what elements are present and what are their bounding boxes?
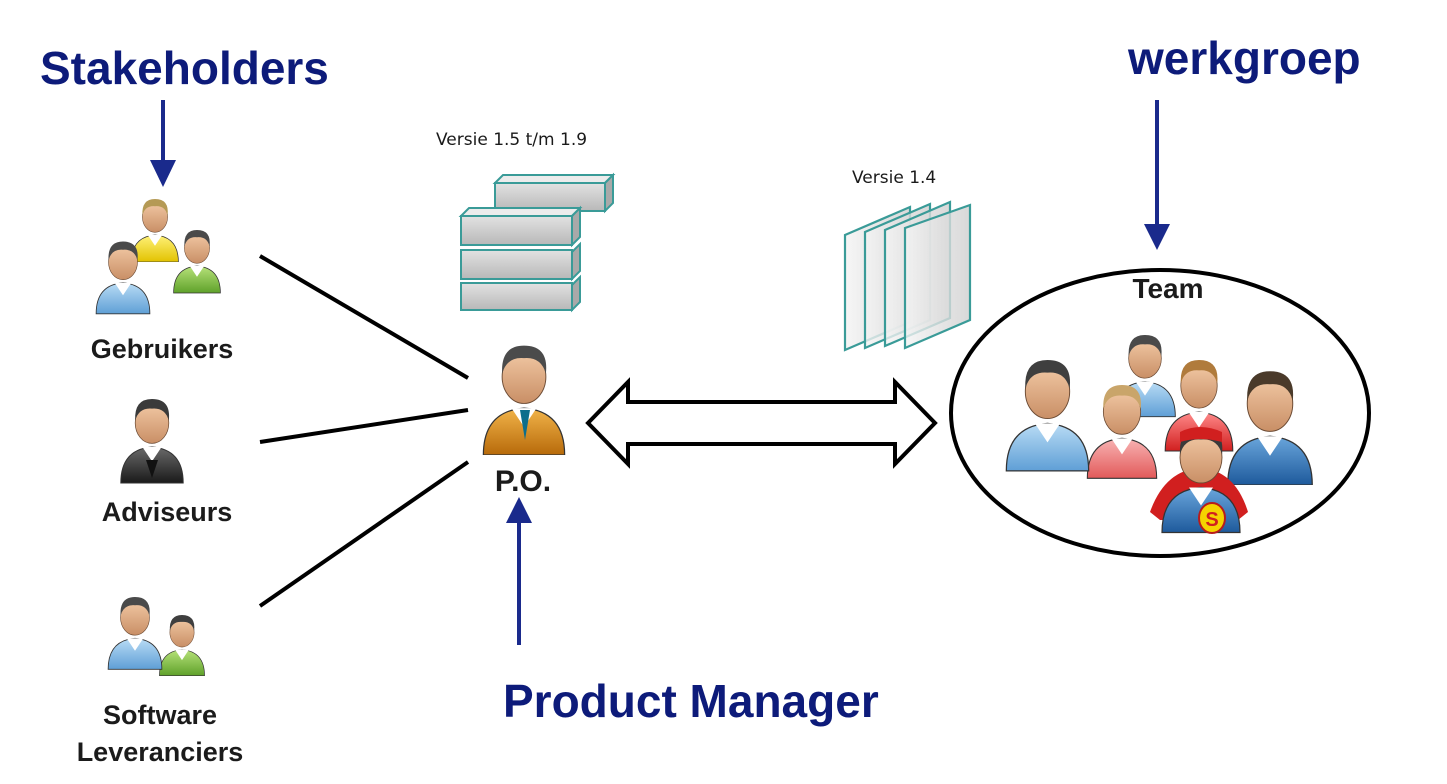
product-owner-icon [482, 344, 566, 455]
superhero-badge-letter: S [1205, 509, 1218, 531]
person-suit-icon [120, 398, 184, 484]
release-version-label: Versie 1.4 [852, 168, 936, 188]
person-pair-icon [107, 596, 206, 677]
team-label: Team [1132, 273, 1203, 304]
connector-adviseurs [259, 408, 469, 444]
product-manager-arrow [506, 497, 532, 645]
connector-gebruikers [258, 254, 470, 380]
werkgroep-title: werkgroep [1127, 32, 1361, 84]
software-label-line1: Software [103, 700, 217, 730]
gebruikers-label: Gebruikers [91, 334, 234, 364]
adviseurs-label: Adviseurs [102, 497, 233, 527]
superhero-icon: S [1150, 426, 1248, 534]
product-backlog-blocks [458, 172, 616, 313]
werkgroep-arrow [1144, 100, 1170, 250]
release-sheets [843, 200, 972, 352]
connector-software [258, 460, 470, 608]
product-manager-title: Product Manager [503, 675, 879, 727]
po-label: P.O. [495, 465, 551, 498]
double-arrow [585, 377, 938, 469]
stakeholders-title: Stakeholders [40, 42, 329, 94]
stakeholders-arrow [150, 100, 176, 187]
people-group-icon [95, 198, 221, 315]
software-label-line2: Leveranciers [77, 737, 244, 767]
backlog-version-label: Versie 1.5 t/m 1.9 [436, 130, 587, 150]
